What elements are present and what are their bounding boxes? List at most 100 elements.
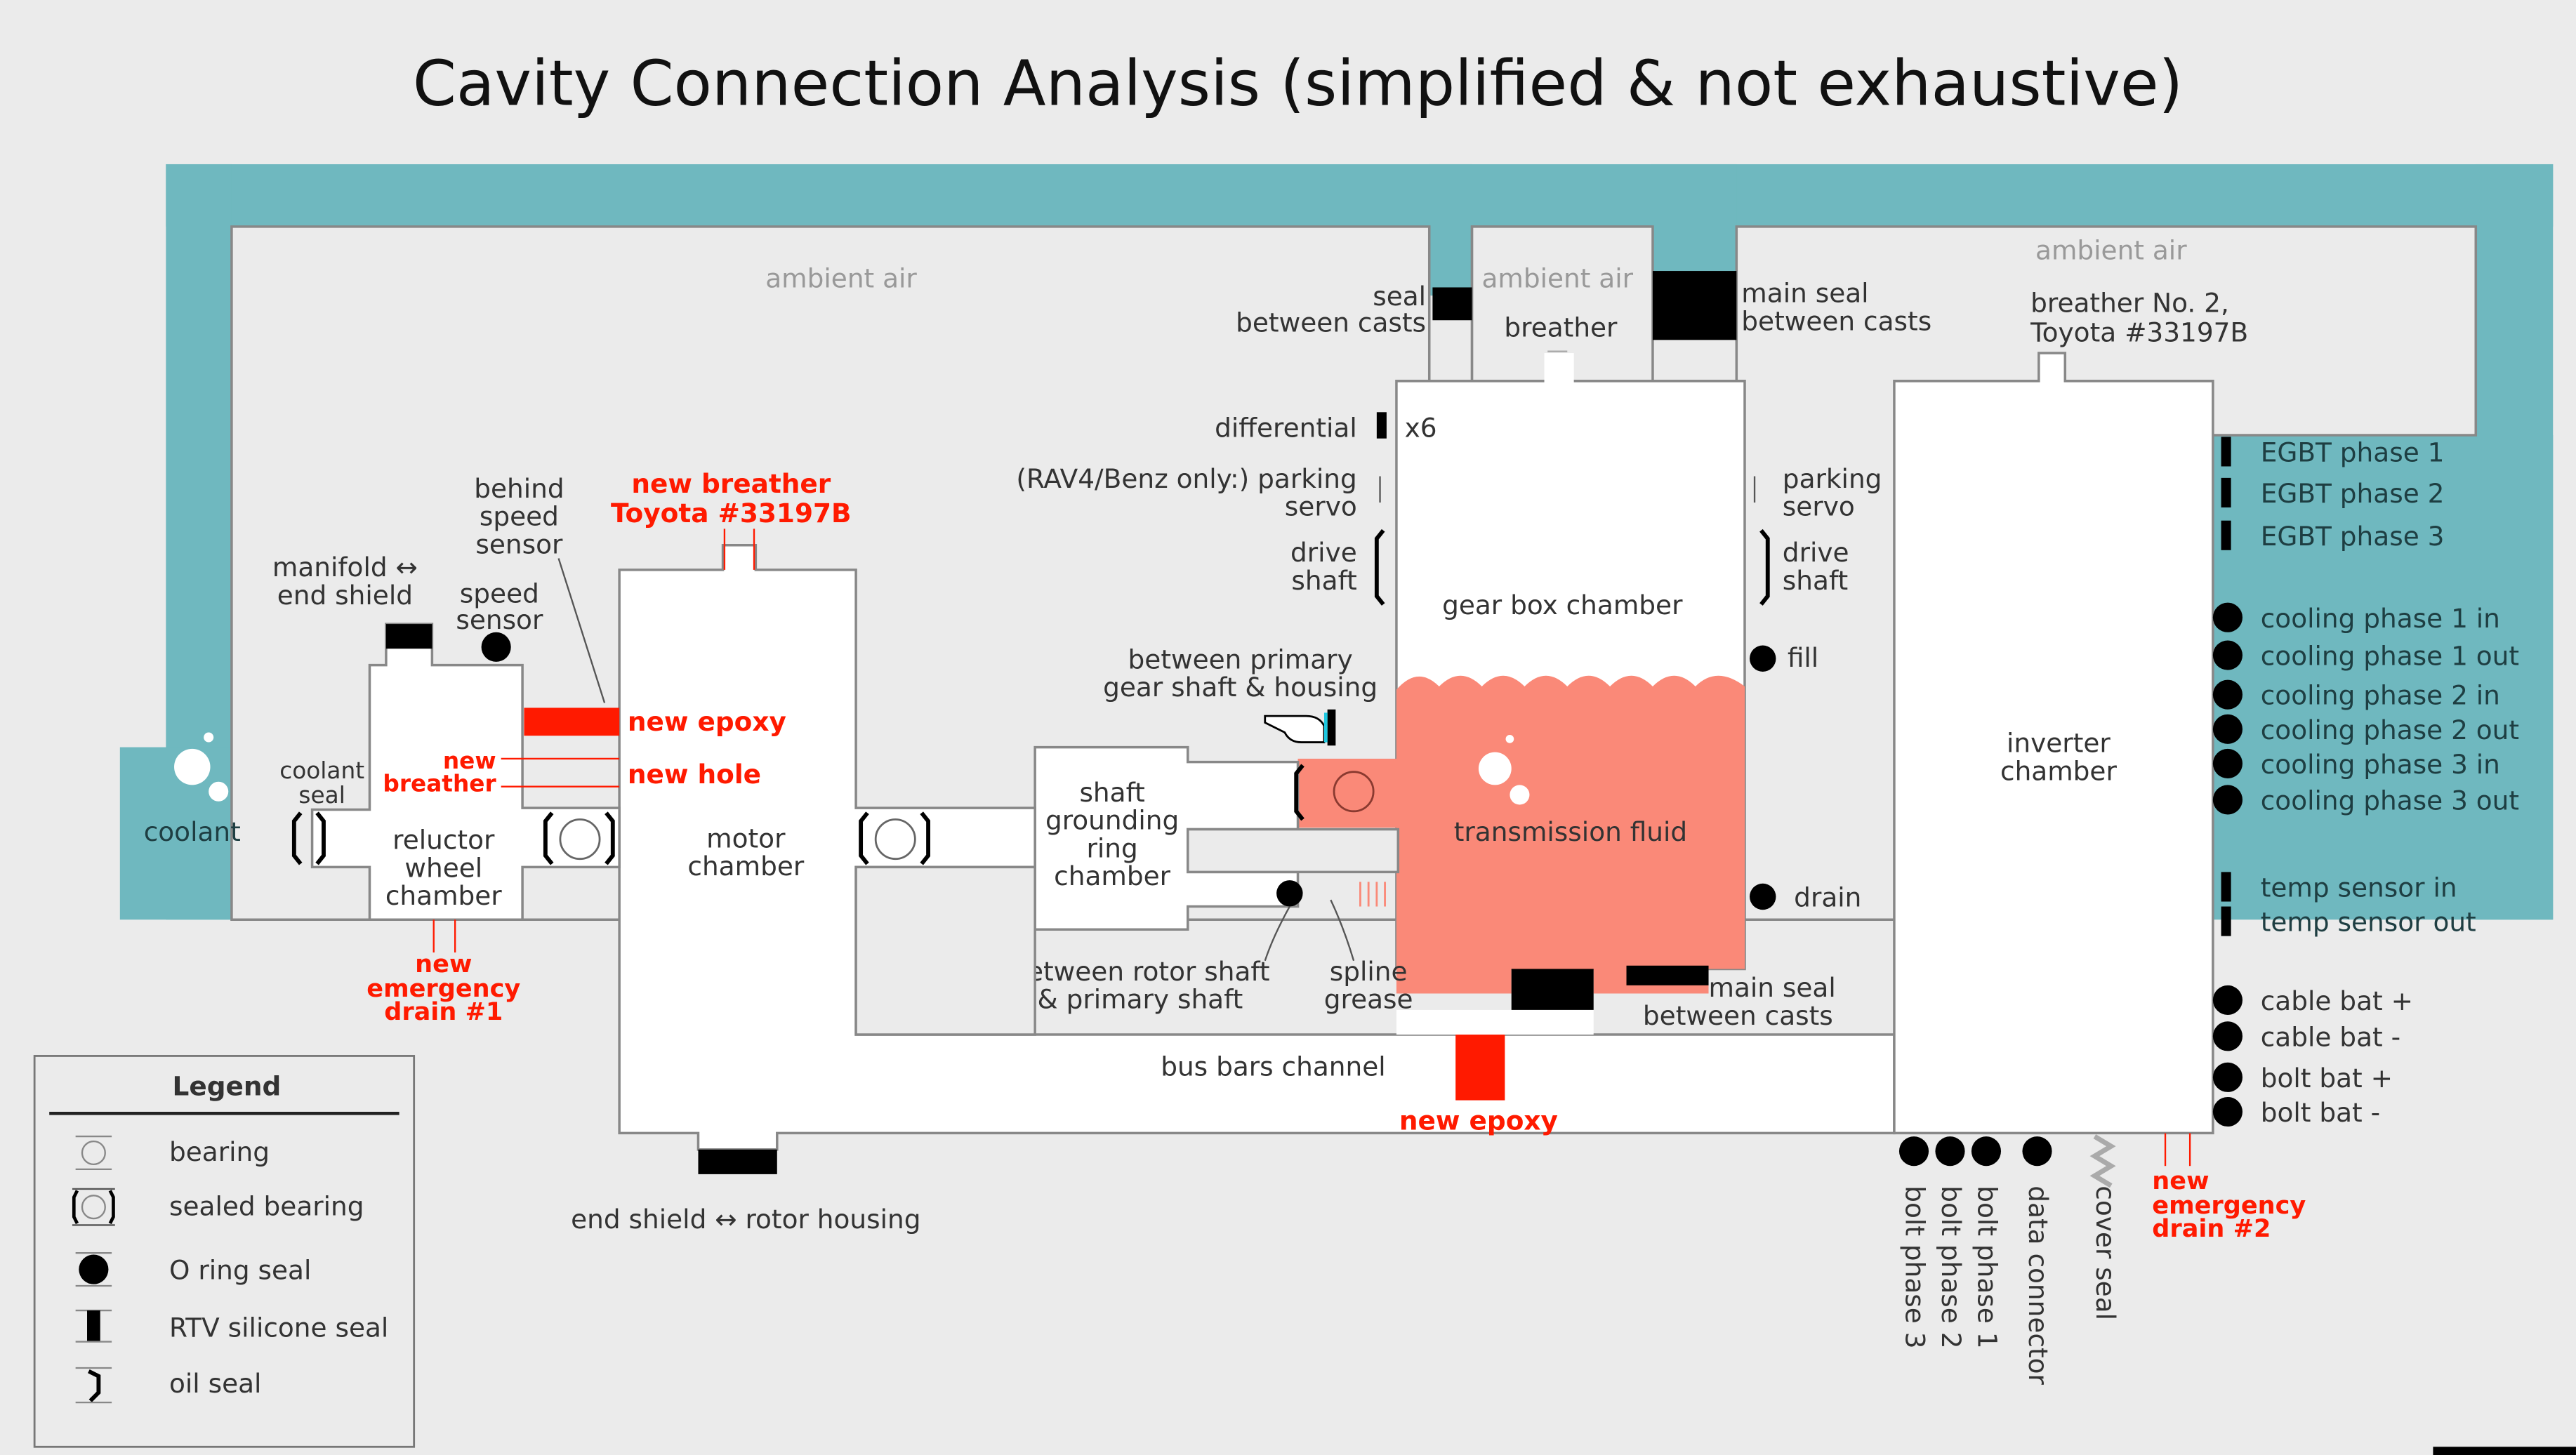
emergency-drain-1-label-2: emergency <box>366 974 520 1003</box>
parking-servo-right-label-2: servo <box>1783 491 1855 522</box>
fill-o-ring-seal <box>1750 645 1776 672</box>
rtv-silicone-seal-icon <box>2221 872 2231 902</box>
o-ring-seal-icon <box>2212 602 2243 632</box>
motor-chamber-label: motor <box>706 823 786 853</box>
legend: Legend bearing sealed bearing O ring sea… <box>33 1055 416 1448</box>
grounding-chamber-label: shaft <box>1079 777 1144 808</box>
seal-between-casts-label-2: between casts <box>1236 307 1426 338</box>
primary-shaft-oil-seal <box>1294 764 1304 821</box>
bus-bars-channel-label: bus bars channel <box>1161 1051 1385 1082</box>
transmission-fluid <box>1396 675 1745 994</box>
emergency-drain-2-label-2: emergency <box>2152 1191 2306 1220</box>
transmission-fluid-label: transmission fluid <box>1454 816 1687 847</box>
primary-shaft-bearing <box>1333 771 1375 813</box>
inverter-port: bolt bat + <box>2212 1062 2393 1094</box>
video-progress-bar <box>2433 1447 2576 1455</box>
inverter-bottom-port-label: cover seal <box>2090 1185 2121 1320</box>
reluctor-chamber-label-3: chamber <box>385 880 502 911</box>
inverter-port: cooling phase 2 in <box>2212 679 2500 711</box>
inverter-bottom-port: bolt phase 2 <box>1935 1136 1967 1349</box>
gearbox-bus-link <box>1396 1009 1594 1035</box>
coolant-frame <box>119 164 2554 920</box>
drive-shaft-right-label-2: shaft <box>1783 565 1848 596</box>
o-ring-seal-icon <box>2212 748 2243 779</box>
o-ring-seal-icon <box>75 1252 112 1287</box>
new-breather-left-label: new <box>443 748 496 774</box>
ambient-air-label: ambient air <box>765 263 917 293</box>
seal-between-casts-label: seal <box>1373 281 1426 312</box>
inverter-bottom-port: data connector <box>2022 1136 2054 1386</box>
breather-label: breather <box>1504 312 1618 343</box>
rotor-shaft-leader-line <box>1264 905 1290 962</box>
main-seal-bottom-label: main seal <box>1709 972 1836 1003</box>
drive-shaft-right-oil-seal <box>1759 529 1770 606</box>
new-breather-top-part-label: Toyota #33197B <box>611 498 852 529</box>
grounding-chamber-label-3: ring <box>1086 832 1137 863</box>
inverter-port-label: cooling phase 3 out <box>2261 785 2519 816</box>
inverter-port: temp sensor out <box>2221 906 2476 938</box>
o-ring-seal-icon <box>2212 1062 2243 1092</box>
inverter-port-label: bolt bat + <box>2261 1063 2393 1094</box>
rtv-silicone-seal-icon <box>2221 437 2231 467</box>
inverter-port-label: cable bat + <box>2261 985 2413 1016</box>
inverter-port: EGBT phase 1 <box>2221 437 2445 467</box>
manifold-end-shield-seal <box>385 624 432 649</box>
breather-gap <box>1544 353 1574 383</box>
inverter-port-label: temp sensor out <box>2261 907 2476 938</box>
inverter-chamber <box>1893 352 2214 1135</box>
o-ring-seal-icon <box>1935 1136 1965 1167</box>
legend-sealed-bearing-label: sealed bearing <box>169 1190 364 1221</box>
inverter-port-label: cooling phase 1 out <box>2261 641 2519 672</box>
drive-shaft-left-label: drive <box>1290 537 1357 568</box>
bubble-icon <box>1505 735 1514 743</box>
rotor-primary-o-ring-seal <box>1276 880 1303 907</box>
bubble-icon <box>174 748 211 785</box>
coolant-label: coolant <box>144 816 241 847</box>
inverter-bottom-port-label: bolt phase 1 <box>1971 1185 2002 1348</box>
inverter-port: bolt bat - <box>2212 1096 2380 1128</box>
ambient-air-breather-label: ambient air <box>1481 263 1633 293</box>
new-breather-top-label: new breather <box>631 468 831 499</box>
between-rotor-label: between rotor shaft <box>1010 956 1269 987</box>
reluctor-chamber-label-2: wheel <box>404 852 482 883</box>
drive-shaft-right-label: drive <box>1783 537 1849 568</box>
new-breather-top <box>723 529 755 570</box>
inverter-port-label: EGBT phase 1 <box>2261 437 2445 467</box>
new-epoxy-left <box>524 707 620 736</box>
rtv-silicone-seal-icon <box>2221 520 2231 550</box>
spline-grease-label-2: grease <box>1324 984 1413 1015</box>
o-ring-seal-icon <box>2212 640 2243 670</box>
grounding-chamber-label-4: chamber <box>1054 861 1170 891</box>
emergency-drain-2-label: new <box>2152 1167 2209 1195</box>
new-epoxy-bottom-label: new epoxy <box>1399 1105 1558 1136</box>
between-primary-label: between primary <box>1128 644 1353 675</box>
legend-rtv-label: RTV silicone seal <box>169 1313 388 1343</box>
reluctor-chamber-label: reluctor <box>392 825 495 856</box>
inverter-port: EGBT phase 3 <box>2221 520 2444 552</box>
between-rotor-label-2: & primary shaft <box>1038 984 1243 1015</box>
inverter-port-label: bolt bat - <box>2261 1097 2380 1128</box>
rtv-silicone-seal-icon <box>2221 477 2231 507</box>
legend-title: Legend <box>172 1071 281 1102</box>
o-ring-seal-icon <box>2212 1096 2243 1127</box>
main-seal-bottom-right <box>1626 965 1709 985</box>
bubble-icon <box>1478 752 1512 785</box>
inverter-port: cooling phase 1 in <box>2212 602 2500 634</box>
differential-rtv-seal <box>1376 412 1387 439</box>
legend-bearing-label: bearing <box>169 1136 270 1167</box>
inverter-port: cooling phase 3 out <box>2212 785 2519 816</box>
inverter-bottom-port-label: bolt phase 2 <box>1936 1185 1967 1348</box>
rtv-silicone-seal-icon <box>2221 906 2231 936</box>
o-ring-seal-icon <box>1898 1136 1929 1167</box>
inverter-port: cooling phase 3 in <box>2212 748 2500 780</box>
inverter-chamber-label: inverter <box>2007 728 2111 759</box>
motor-chamber-label-2: chamber <box>687 851 804 882</box>
rtv-silicone-seal-icon <box>75 1309 112 1343</box>
parking-servo-left-label-2: servo <box>1285 491 1357 522</box>
bearing-icon <box>75 1135 112 1171</box>
primary-shaft <box>1187 828 1400 874</box>
sealed-bearing-icon <box>72 1188 115 1226</box>
inverter-port: cable bat - <box>2212 1021 2400 1052</box>
